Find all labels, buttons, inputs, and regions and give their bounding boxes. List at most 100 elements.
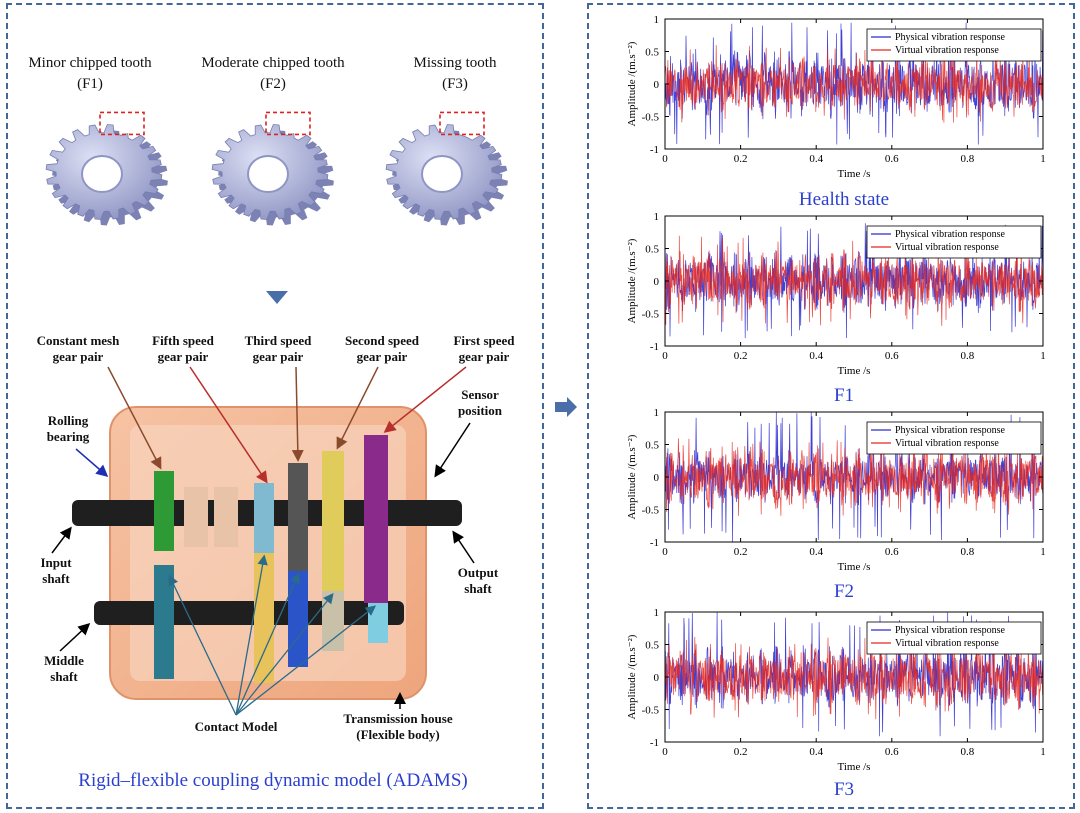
y-tick-label: 0.5 [645, 47, 659, 59]
x-tick-label: 0.6 [885, 546, 899, 558]
y-tick-label: -0.5 [642, 112, 660, 124]
y-tick-label: 1 [654, 211, 660, 223]
callout-third-speed: Third speed [245, 333, 313, 348]
chipped-gear-icon [211, 111, 334, 226]
y-tick-label: 1 [654, 607, 660, 619]
legend-box [866, 421, 1042, 455]
second-speed-gear-lower [322, 591, 344, 651]
x-tick-label: 0.8 [961, 350, 975, 362]
callout-fifth-speed: Fifth speed [152, 333, 215, 348]
callout-bearing: Rolling [48, 413, 89, 428]
y-tick-label: -0.5 [642, 309, 660, 321]
callout-output-shaft-2: shaft [464, 581, 492, 596]
fifth-speed-gear-upper [254, 483, 274, 553]
y-axis-label: Amplitude /(m.s⁻²) [626, 634, 638, 719]
callout-fifth-speed-2: gear pair [158, 349, 209, 364]
down-arrow-icon [266, 291, 288, 304]
legend-box [866, 225, 1042, 259]
x-tick-label: 0.8 [961, 546, 975, 558]
callout-input-shaft-2: shaft [42, 571, 70, 586]
contact-arrow [168, 574, 237, 716]
x-axis-label: Time /s [838, 561, 871, 573]
chart-title: F3 [834, 779, 854, 800]
synchronizer-2 [214, 487, 238, 547]
virtual-series-line [664, 235, 1044, 326]
x-tick-label: 0.4 [809, 746, 823, 758]
x-axis-label: Time /s [838, 168, 871, 180]
callout-first-speed-2: gear pair [459, 349, 510, 364]
contact-model-arrows [168, 554, 377, 716]
callout-input-shaft: Input [40, 555, 72, 570]
gear-label-f1: Minor chipped tooth (F1) [28, 55, 152, 92]
callout-house: Transmission house [343, 711, 452, 726]
callout-bearing-2: bearing [47, 429, 90, 444]
legend-entry: Virtual vibration response [895, 438, 999, 449]
x-tick-label: 0.8 [961, 746, 975, 758]
first-speed-gear-upper [364, 435, 388, 603]
right-arrow-icon [555, 397, 577, 417]
x-tick-label: 0.2 [734, 350, 748, 362]
y-tick-label: 0.5 [645, 440, 659, 452]
arrow-fifth-speed [189, 366, 268, 484]
gear-name: Missing tooth [414, 55, 497, 71]
callout-second-speed-2: gear pair [357, 349, 408, 364]
callout-first-speed: First speed [453, 333, 515, 348]
chipped-gear-icon [45, 111, 168, 226]
middle-shaft-bar [94, 601, 404, 625]
gear-bore [247, 155, 289, 193]
x-tick-label: 0.4 [809, 546, 823, 558]
legend-entry: Physical vibration response [895, 425, 1006, 436]
y-tick-label: -1 [650, 537, 659, 549]
callout-constant-mesh: Constant mesh [37, 333, 120, 348]
virtual-series-line [664, 438, 1044, 516]
y-tick-label: -0.5 [642, 505, 660, 517]
legend-entry: Virtual vibration response [895, 45, 999, 56]
y-axis-label: Amplitude /(m.s⁻²) [626, 41, 638, 126]
y-tick-label: -1 [650, 737, 659, 749]
callout-middle-shaft: Middle [44, 653, 84, 668]
gear-bore [421, 155, 463, 193]
x-tick-label: 0.2 [734, 746, 748, 758]
x-tick-label: 0.6 [885, 350, 899, 362]
gear-bore [81, 155, 123, 193]
x-tick-label: 0 [662, 746, 668, 758]
gear-label-f3: Missing tooth (F3) [414, 55, 497, 92]
legend-entry: Physical vibration response [895, 625, 1006, 636]
x-tick-label: 1 [1040, 350, 1046, 362]
y-axis-label: Amplitude /(m.s⁻²) [626, 238, 638, 323]
missing-tooth-gear-icon [385, 111, 508, 226]
callout-contact-model: Contact Model [195, 719, 278, 734]
y-tick-label: -1 [650, 144, 659, 156]
callout-second-speed: Second speed [345, 333, 420, 348]
y-axis-label: Amplitude /(m.s⁻²) [626, 434, 638, 519]
callout-output-shaft: Output [458, 565, 499, 580]
callout-middle-shaft-2: shaft [50, 669, 78, 684]
y-tick-label: -0.5 [642, 705, 660, 717]
gear-label-f2: Moderate chipped tooth (F2) [201, 55, 345, 92]
x-tick-label: 0.4 [809, 153, 823, 165]
gear-model-figure: Minor chipped tooth (F1) Moderate chippe… [28, 55, 515, 791]
constant-mesh-gear-upper [154, 471, 174, 551]
gear-code: (F3) [442, 76, 468, 92]
callout-sensor-2: position [458, 403, 503, 418]
x-tick-label: 0.4 [809, 350, 823, 362]
y-tick-label: 0.5 [645, 244, 659, 256]
legend-entry: Virtual vibration response [895, 638, 999, 649]
fault-highlight-box [99, 111, 145, 136]
chart-title: Health state [799, 189, 889, 210]
third-speed-gear-upper [288, 463, 308, 571]
adams-model-title: Rigid–flexible coupling dynamic model (A… [78, 770, 467, 791]
chart-title: F1 [834, 385, 854, 406]
second-speed-gear-upper [322, 451, 344, 591]
y-tick-label: 1 [654, 407, 660, 419]
constant-mesh-gear-lower [154, 565, 174, 679]
x-tick-label: 0.2 [734, 153, 748, 165]
arrow-first-speed [383, 366, 467, 433]
arrow-constant-mesh [107, 366, 162, 470]
callout-third-speed-2: gear pair [253, 349, 304, 364]
